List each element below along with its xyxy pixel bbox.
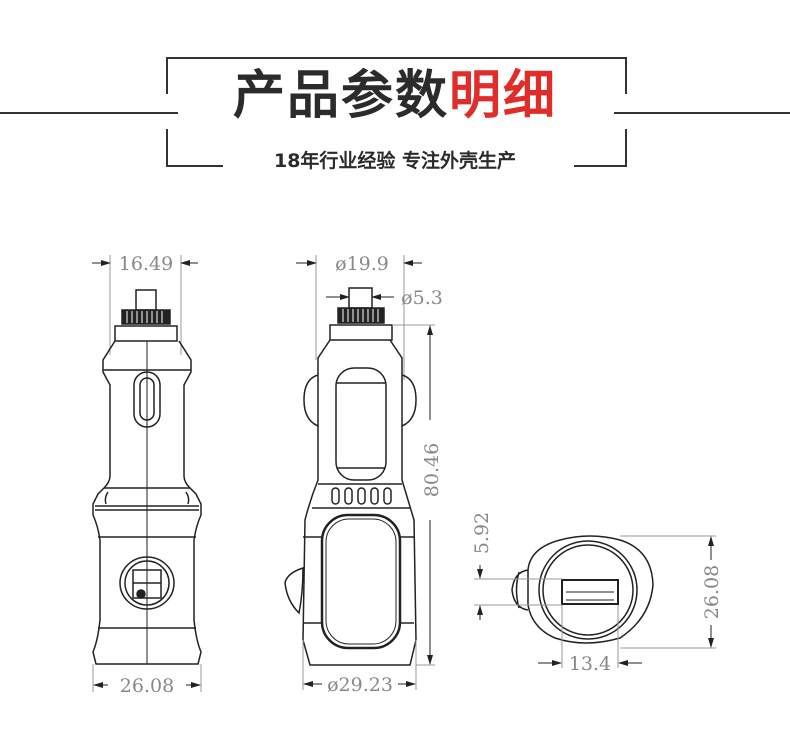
side-view — [92, 255, 202, 692]
title-accent: 明细 — [449, 66, 558, 126]
dim-front-body-diameter: ø29.23 — [327, 674, 393, 696]
frame-top — [166, 57, 627, 59]
dim-end-outer-height: 26.08 — [701, 565, 723, 619]
frame-right-upper — [625, 57, 627, 94]
front-view — [284, 255, 435, 690]
header-right-rule — [614, 112, 790, 114]
page-header: 产品参数明细 18年行业经验 专注外壳生产 — [0, 0, 790, 200]
dim-side-bottom-width: 26.08 — [120, 675, 174, 697]
page-subtitle: 18年行业经验 专注外壳生产 — [273, 150, 517, 172]
dim-end-usb-height: 5.92 — [471, 512, 493, 554]
title-main: 产品参数 — [232, 66, 449, 126]
frame-bottom-right — [574, 165, 627, 167]
dim-front-tip-diameter: ø5.3 — [401, 287, 443, 309]
dim-end-usb-width: 13.4 — [569, 653, 611, 675]
frame-left-lower — [166, 129, 168, 167]
frame-right-lower — [625, 129, 627, 167]
end-view — [474, 535, 716, 668]
frame-left-upper — [166, 57, 168, 94]
dim-side-top-width: 16.49 — [119, 253, 173, 275]
dim-front-total-length: 80.46 — [421, 443, 443, 497]
dim-front-outer-diameter: ø19.9 — [335, 253, 389, 275]
page-title: 产品参数明细 — [0, 66, 790, 126]
header-left-rule — [0, 112, 178, 114]
frame-bottom-left — [166, 165, 223, 167]
